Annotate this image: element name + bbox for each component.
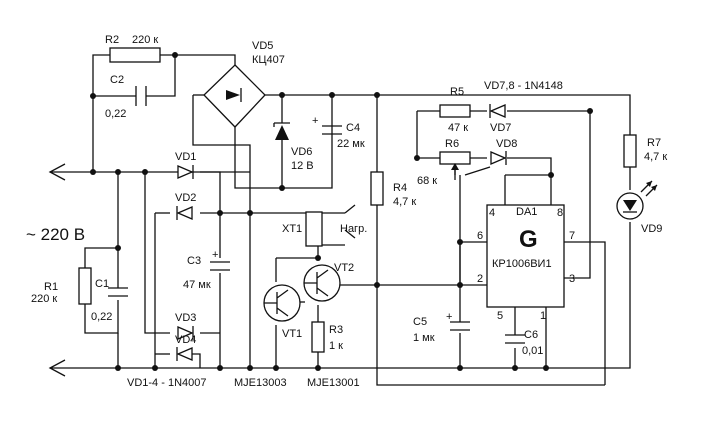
label-r1-value: 220 к: [31, 293, 57, 305]
diode-bridge-vd5: [203, 64, 266, 128]
label-chip: КР1006ВИ1: [492, 258, 552, 270]
label-vt1: VT1: [282, 328, 302, 340]
label-vd78-header: VD7,8 - 1N4148: [484, 80, 563, 92]
label-vd5-type: КЦ407: [252, 54, 285, 66]
label-c2: C2: [110, 74, 124, 86]
zener-diode-vd6: [273, 122, 290, 140]
label-vd4: VD4: [175, 334, 196, 346]
label-mains: ~ 220 В: [26, 225, 85, 244]
pin-1: 1: [540, 310, 546, 322]
label-da1: DA1: [516, 206, 537, 218]
label-r5: R5: [450, 86, 464, 98]
label-r5-value: 47 к: [448, 122, 468, 134]
capacitor-c6: [505, 334, 525, 344]
diode-vd8: [490, 151, 507, 165]
label-r2: R2: [105, 34, 119, 46]
label-r3-value: 1 к: [329, 340, 343, 352]
diode-vd4: [176, 347, 193, 361]
capacitor-c1: [108, 287, 128, 297]
diode-vd3: [177, 326, 194, 340]
label-r6-value: 68 к: [417, 175, 437, 187]
label-load: Нагр.: [340, 223, 367, 235]
label-vd8: VD8: [496, 138, 517, 150]
resistor-r4: [370, 171, 384, 206]
capacitor-c4: +: [312, 115, 342, 135]
label-c4-value: 22 мк: [337, 138, 365, 150]
diode-vd1: [177, 165, 194, 179]
label-vd5: VD5: [252, 40, 273, 52]
label-vd3: VD3: [175, 312, 196, 324]
label-c5-value: 1 мк: [413, 332, 435, 344]
label-vd1: VD1: [175, 151, 196, 163]
label-r3: R3: [329, 324, 343, 336]
label-vt1-type: MJE13003: [234, 377, 287, 389]
resistor-r5: [439, 104, 471, 118]
label-vd2: VD2: [175, 192, 196, 204]
label-vt2: VT2: [334, 262, 354, 274]
label-c4: C4: [346, 122, 360, 134]
pin-7: 7: [569, 230, 575, 242]
label-r2-value: 220 к: [132, 34, 158, 46]
label-r6: R6: [445, 138, 459, 150]
label-c2-value: 0,22: [105, 108, 126, 120]
wires: [48, 54, 631, 386]
label-g: G: [519, 226, 538, 253]
label-r7: R7: [647, 137, 661, 149]
label-c6: C6: [524, 329, 538, 341]
labels: R2 220 к C2 0,22 VD5 КЦ407 C4 22 мк VD6 …: [26, 34, 667, 389]
label-vd7: VD7: [490, 122, 511, 134]
pin-4: 4: [489, 207, 495, 219]
label-c6-value: 0,01: [522, 345, 543, 357]
capacitor-c5: +: [446, 311, 470, 331]
diode-vd7: [489, 104, 506, 118]
pin-8: 8: [557, 207, 563, 219]
svg-text:+: +: [446, 311, 452, 323]
svg-text:+: +: [212, 249, 218, 261]
resistor-r7: [623, 134, 637, 168]
label-c5: C5: [413, 316, 427, 328]
label-c3-value: 47 мк: [183, 279, 211, 291]
capacitor-c3: +: [210, 249, 230, 271]
label-xt1: XT1: [282, 223, 302, 235]
pin-6: 6: [477, 230, 483, 242]
resistor-r1: [78, 255, 92, 315]
resistor-r3: [311, 321, 325, 353]
label-c1: C1: [95, 278, 109, 290]
svg-text:+: +: [312, 115, 318, 127]
pin-5: 5: [497, 310, 503, 322]
potentiometer-r6: [439, 151, 491, 180]
terminal-xt1: [305, 211, 323, 247]
label-c1-value: 0,22: [91, 311, 112, 323]
led-vd9: [616, 180, 658, 220]
ic-da1: [486, 204, 565, 308]
resistor-r2: [109, 47, 161, 63]
pin-2: 2: [477, 273, 483, 285]
label-c3: C3: [187, 255, 201, 267]
label-vd6: VD6: [291, 146, 312, 158]
transistor-vt2: [303, 264, 341, 302]
capacitor-c2: [135, 86, 147, 106]
junction-dots: [90, 52, 593, 371]
label-r7-value: 4,7 к: [644, 151, 667, 163]
transistor-vt1: [263, 284, 301, 322]
label-r1: R1: [44, 281, 58, 293]
label-r4: R4: [393, 182, 407, 194]
label-vd6-value: 12 В: [291, 160, 314, 172]
pin-3: 3: [569, 273, 575, 285]
diode-vd2: [176, 206, 193, 220]
label-vt2-type: MJE13001: [307, 377, 360, 389]
label-vd14-footer: VD1-4 - 1N4007: [127, 377, 207, 389]
label-vd9: VD9: [641, 223, 662, 235]
label-r4-value: 4,7 к: [393, 196, 416, 208]
